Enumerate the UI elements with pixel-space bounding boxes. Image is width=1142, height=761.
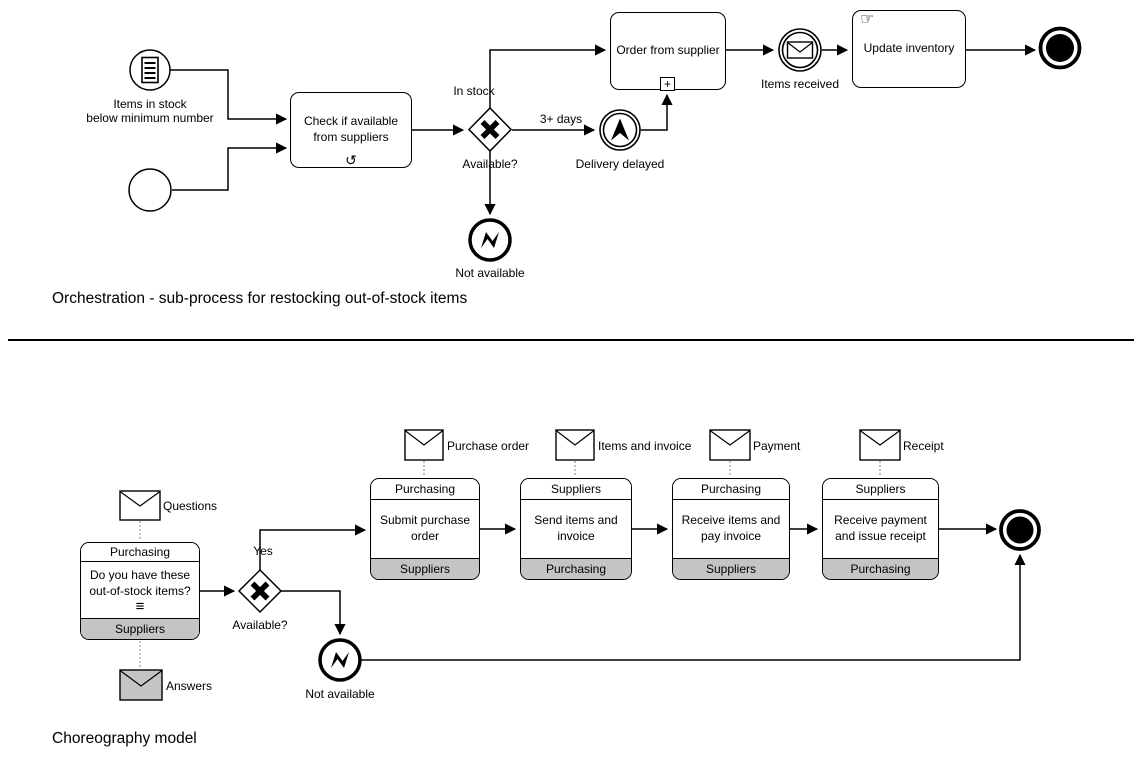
x-gateway-icon <box>250 581 270 601</box>
branch-label-3days: 3+ days <box>539 112 583 126</box>
message-label-questions: Questions <box>163 499 218 513</box>
escalation-icon <box>611 118 629 141</box>
terminate-end-event-top[interactable] <box>1038 26 1082 70</box>
error-end-event-bottom[interactable] <box>318 638 362 682</box>
exclusive-gateway-bottom[interactable] <box>237 568 283 614</box>
section-divider <box>8 339 1134 341</box>
conditional-start-label: Items in stock below minimum number <box>86 97 214 126</box>
terminate-end-event-bottom[interactable] <box>999 509 1041 551</box>
choreography-task-label: Receive payment and issue receipt <box>834 513 927 543</box>
choreography-task-2[interactable]: Purchasing Submit purchase order Supplie… <box>370 478 480 580</box>
escalation-event[interactable] <box>599 109 641 151</box>
manual-task-hand-icon: ☞ <box>860 11 875 28</box>
participant-band-top: Purchasing <box>81 543 199 562</box>
envelope-icon <box>786 41 814 59</box>
subprocess-order-from-supplier[interactable]: Order from supplier + <box>610 12 726 91</box>
sequence-flows <box>170 44 1037 661</box>
start-event[interactable] <box>128 168 172 212</box>
message-label-answers: Answers <box>166 679 213 693</box>
task-update-inventory[interactable]: Update inventory ☞ <box>852 10 966 88</box>
choreography-task-1[interactable]: Purchasing Do you have these out-of-stoc… <box>80 542 200 640</box>
participant-band-top: Purchasing <box>673 479 789 500</box>
message-label-items-invoice: Items and invoice <box>598 439 692 453</box>
loop-icon: ↺ <box>345 152 357 168</box>
participant-band-bottom: Suppliers <box>371 558 479 579</box>
message-event[interactable] <box>778 28 822 72</box>
event-label-not-available: Not available <box>455 266 525 280</box>
error-icon <box>481 232 499 248</box>
flow-gateway-instock-to-order <box>489 44 607 108</box>
message-label-purchase-order: Purchase order <box>447 439 530 453</box>
choreography-task-label: Receive items and pay invoice <box>681 513 781 543</box>
message-envelope-questions[interactable] <box>119 490 161 521</box>
x-gateway-icon <box>480 120 500 139</box>
participant-band-bottom: Purchasing <box>823 558 938 579</box>
task-label: Update inventory <box>863 41 955 56</box>
error-end-event-top[interactable] <box>468 218 512 262</box>
message-envelope-answers[interactable] <box>119 669 163 701</box>
choreography-title: Choreography model <box>52 730 197 747</box>
branch-label-in-stock: In stock <box>453 84 495 98</box>
message-links <box>139 461 881 668</box>
participant-band-bottom: Suppliers <box>673 558 789 579</box>
message-envelope-items-invoice[interactable] <box>555 429 595 461</box>
error-icon <box>331 652 349 668</box>
orchestration-title: Orchestration - sub-process for restocki… <box>52 290 468 307</box>
choreography-task-4[interactable]: Purchasing Receive items and pay invoice… <box>672 478 790 580</box>
event-label-not-available-2: Not available <box>305 687 375 701</box>
choreography-task-label: Do you have these out-of-stock items? <box>89 568 191 598</box>
participant-band-bottom: Suppliers <box>81 618 199 639</box>
flow-gateway-yes-to-choreo2 <box>259 524 367 570</box>
participant-band-top: Suppliers <box>521 479 631 500</box>
gateway-label-available: Available? <box>462 157 518 171</box>
event-label-delivery-delayed: Delivery delayed <box>575 157 665 171</box>
flow-gateway-to-notavailable2 <box>281 590 346 636</box>
flow-delayed-to-order <box>641 93 673 131</box>
message-envelope-receipt[interactable] <box>859 429 901 461</box>
sequential-mi-icon: ≡ <box>135 597 145 615</box>
message-envelope-purchase-order[interactable] <box>404 429 444 461</box>
conditional-start-event[interactable] <box>129 49 171 91</box>
message-envelope-payment[interactable] <box>709 429 751 461</box>
exclusive-gateway-top[interactable] <box>467 106 513 153</box>
event-label-items-received: Items received <box>760 77 840 91</box>
subprocess-plus-icon: + <box>660 76 675 91</box>
task-label: Check if available from suppliers <box>303 114 399 144</box>
participant-band-bottom: Purchasing <box>521 558 631 579</box>
task-check-available[interactable]: Check if available from suppliers ↺ <box>290 92 412 168</box>
flow-start-to-check <box>172 142 288 191</box>
flow-conditional-to-check <box>170 69 288 125</box>
participant-band-top: Purchasing <box>371 479 479 500</box>
choreography-task-label: Send items and invoice <box>534 513 618 543</box>
message-label-payment: Payment <box>753 439 801 453</box>
gateway-label-available-2: Available? <box>232 618 288 632</box>
participant-band-top: Suppliers <box>823 479 938 500</box>
flow-notavailable2-to-end <box>361 553 1026 661</box>
choreography-task-label: Submit purchase order <box>379 513 471 543</box>
conditional-icon <box>141 56 159 84</box>
branch-label-yes: Yes <box>253 544 273 558</box>
choreography-task-5[interactable]: Suppliers Receive payment and issue rece… <box>822 478 939 580</box>
task-label: Order from supplier <box>616 43 720 58</box>
message-label-receipt: Receipt <box>903 439 944 453</box>
choreography-task-3[interactable]: Suppliers Send items and invoice Purchas… <box>520 478 632 580</box>
